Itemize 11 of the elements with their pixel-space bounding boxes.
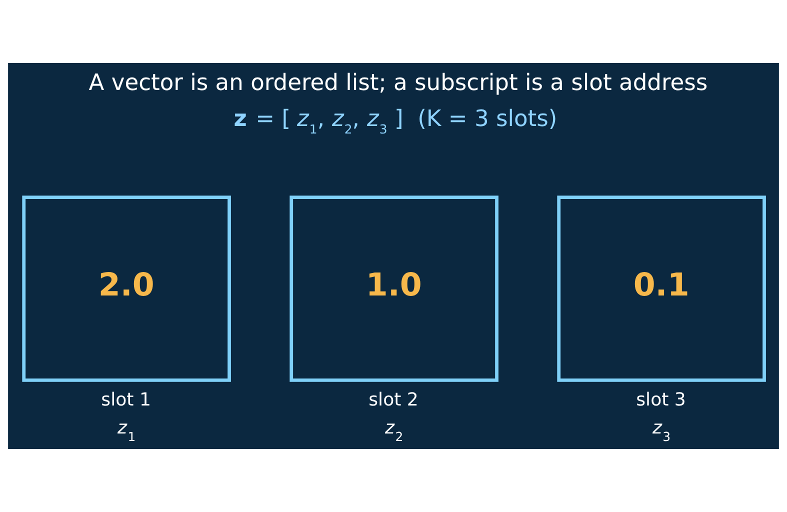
node-box: 0.1	[557, 196, 766, 382]
node-label: z$_{2}$	[385, 418, 404, 444]
diagram-title: A vector is an ordered list; a subscript is a slot address	[88, 70, 708, 96]
node-label: z$_{3}$	[652, 418, 671, 444]
node-label: slot 2	[368, 389, 418, 410]
node-label: z$_{1}$	[118, 418, 136, 444]
node-label: slot 1	[101, 389, 151, 410]
label: z = [ z$_{1}$, z$_{2}$, z$_{3}$ ] (K = 3 slots)	[234, 106, 558, 137]
node-box: 2.0	[22, 196, 231, 382]
node-label: slot 3	[636, 389, 686, 410]
node-box: 1.0	[290, 196, 498, 382]
